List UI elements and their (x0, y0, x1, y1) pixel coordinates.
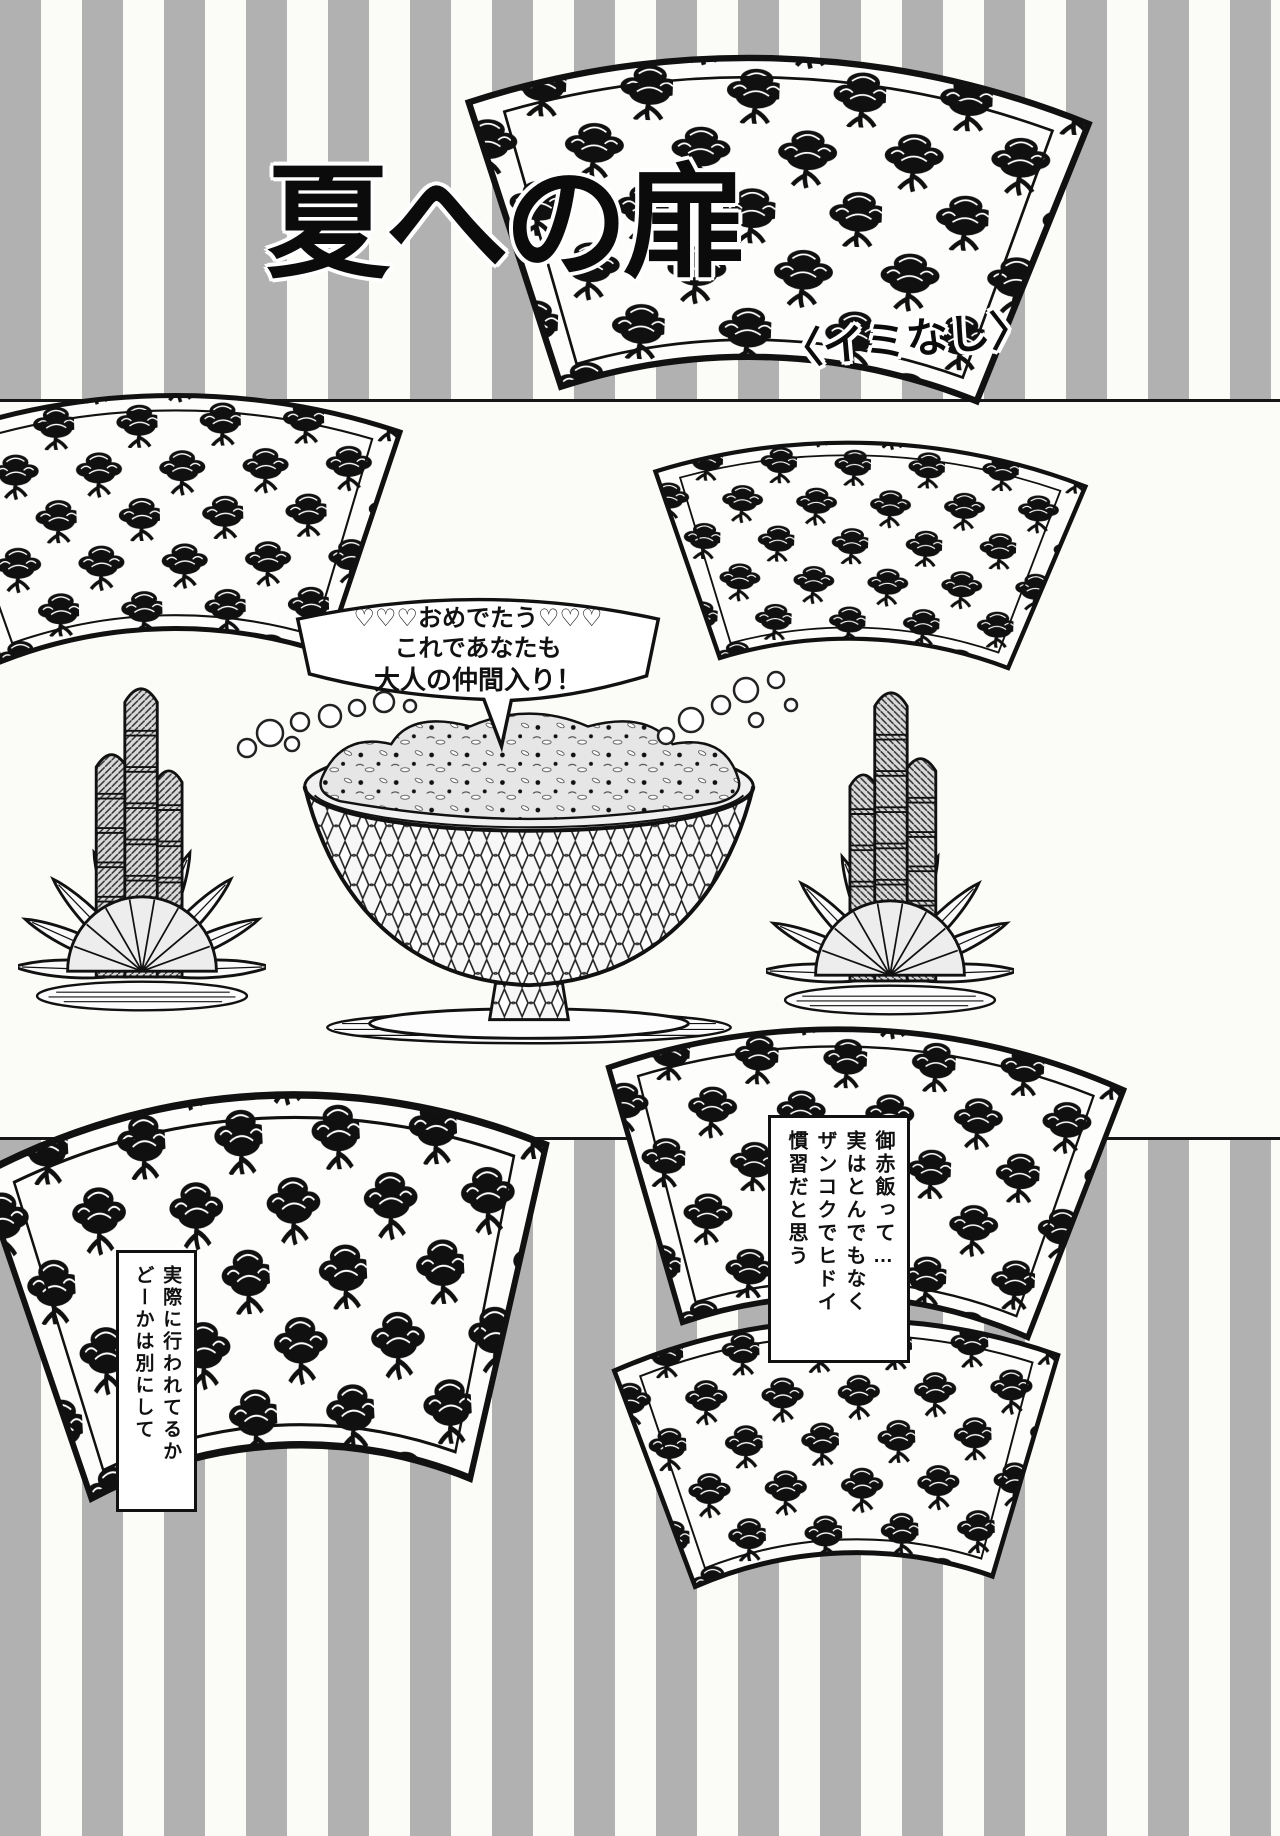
caption-left-line-1: 実際に行われてるか (160, 1265, 182, 1463)
caption-right-line-2: 実はとんでもなく (843, 1130, 865, 1314)
caption-right-line-1: 御赤飯って… (872, 1130, 894, 1270)
speech-banner-text: ♡♡♡おめでたう♡♡♡ これであなたも 大人の仲間入り！ (282, 604, 674, 697)
steam-puffs-right-icon (656, 670, 799, 746)
caption-right-line-3: ザンコクでヒドイ (814, 1130, 836, 1314)
banner-line-2: これであなたも (394, 635, 562, 662)
speech-banner: ♡♡♡おめでたう♡♡♡ これであなたも 大人の仲間入り！ (282, 578, 674, 764)
page-title: 夏への扉 (266, 155, 747, 293)
steam-puffs-left-icon (236, 690, 418, 759)
sekihan-bowl (302, 712, 756, 1045)
pine-fan-panel-bottom-left (0, 1018, 575, 1548)
speech-banner-shape (295, 597, 661, 753)
caption-left-line-2: どーかは別にして (132, 1265, 154, 1441)
banner-line-1: ♡♡♡おめでたう♡♡♡ (353, 605, 603, 632)
caption-box-right: 御赤飯って… 実はとんでもなく ザンコクでヒドイ 慣習だと思う (768, 1115, 910, 1363)
banner-line-3: 大人の仲間入り！ (373, 665, 582, 695)
caption-right-line-4: 慣習だと思う (785, 1130, 807, 1268)
caption-box-left: 実際に行われてるか どーかは別にして (116, 1250, 198, 1512)
